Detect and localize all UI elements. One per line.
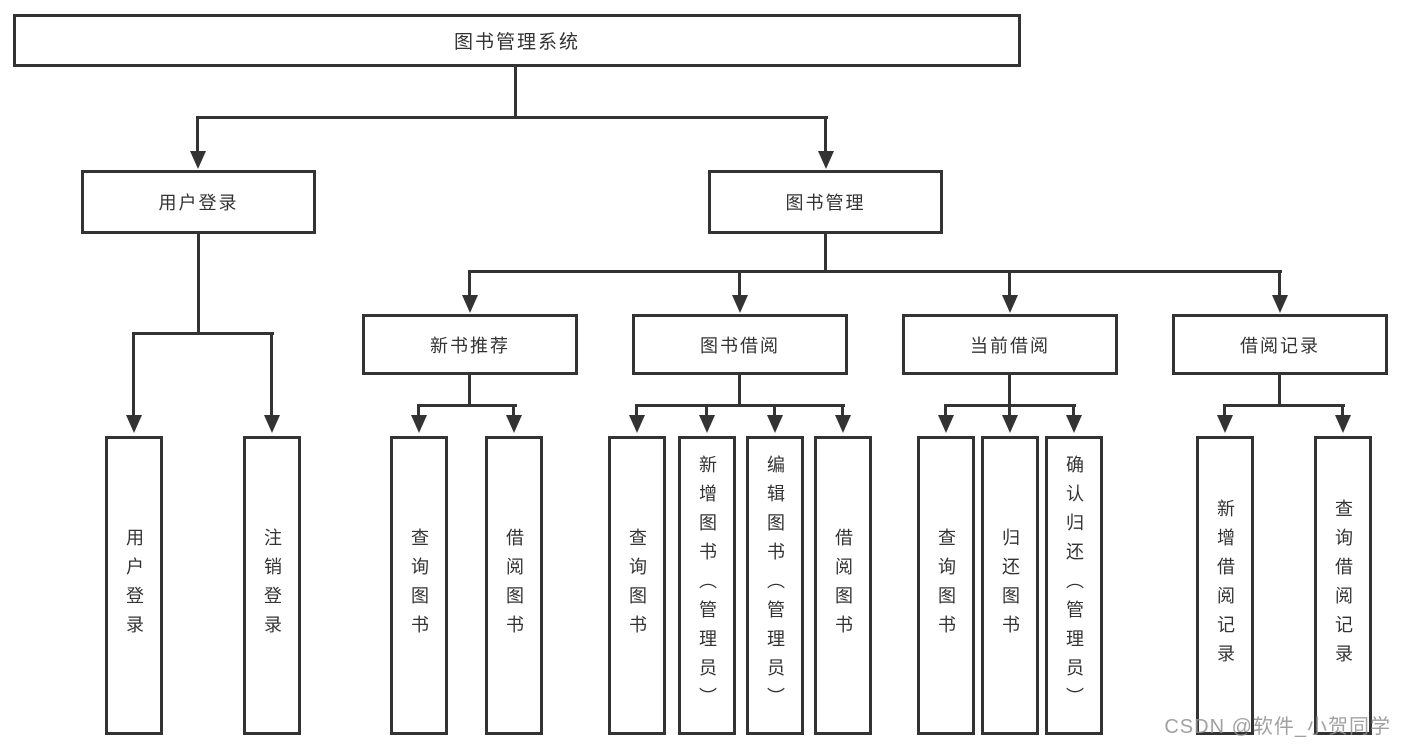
leaf-label: 查询借阅记录	[1333, 498, 1353, 673]
connector-leaf-drop	[1223, 404, 1226, 418]
leaf-add-borrow-record: 新增借阅记录	[1196, 436, 1254, 735]
arrow-down-icon	[699, 415, 715, 433]
arrow-down-icon	[190, 151, 206, 169]
arrow-down-icon	[1335, 415, 1351, 433]
leaf-label: 新增图书（管理员）	[697, 455, 717, 716]
node-label: 当前借阅	[970, 335, 1050, 356]
arrow-down-icon	[264, 415, 280, 433]
connector-book-management-drop	[824, 116, 827, 154]
connector-level3-rail	[468, 270, 1282, 273]
node-current-borrowing: 当前借阅	[902, 314, 1118, 375]
connector-level3-drop	[468, 270, 471, 298]
connector-leaf-drop	[944, 404, 947, 418]
connector-level2-rail	[196, 116, 828, 119]
connector-leaf-drop	[132, 332, 135, 418]
connector-user-login-drop	[196, 116, 199, 154]
arrow-down-icon	[1217, 415, 1233, 433]
leaf-query-books-borrow: 查询图书	[608, 436, 666, 735]
arrow-down-icon	[1066, 415, 1082, 433]
leaf-query-borrow-record: 查询借阅记录	[1314, 436, 1372, 735]
leaf-label: 归还图书	[1000, 527, 1020, 644]
connector-leaf-drop	[270, 332, 273, 418]
arrow-down-icon	[506, 415, 522, 433]
node-new-book-recommendation: 新书推荐	[362, 314, 578, 375]
node-borrowing-records: 借阅记录	[1172, 314, 1388, 375]
connector-records-rail	[1223, 404, 1345, 407]
connector-leaf-drop	[512, 404, 515, 418]
leaf-label: 查询图书	[936, 527, 956, 644]
connector-user-login-stem	[197, 234, 200, 335]
connector-leaf-drop	[635, 404, 638, 418]
arrow-down-icon	[411, 415, 427, 433]
arrow-down-icon	[1272, 295, 1288, 313]
leaf-label: 查询图书	[627, 527, 647, 644]
leaf-return-books: 归还图书	[981, 436, 1039, 735]
connector-leaf-drop	[1341, 404, 1344, 418]
connector-user-login-rail	[132, 332, 274, 335]
leaf-logout: 注销登录	[243, 436, 301, 735]
leaf-query-books-recommend: 查询图书	[390, 436, 448, 735]
csdn-watermark: CSDN @软件_小贺同学	[1164, 716, 1391, 738]
node-book-borrowing: 图书借阅	[632, 314, 848, 375]
arrow-down-icon	[767, 415, 783, 433]
node-label: 用户登录	[158, 193, 239, 213]
leaf-edit-books-admin: 编辑图书（管理员）	[746, 436, 804, 735]
connector-leaf-drop	[417, 404, 420, 418]
connector-leaf-drop	[1072, 404, 1075, 418]
leaf-confirm-return-admin: 确认归还（管理员）	[1045, 436, 1103, 735]
node-label: 图书管理系统	[453, 32, 580, 53]
connector-leaf-drop	[1008, 404, 1011, 418]
node-label: 新书推荐	[430, 335, 510, 356]
node-book-management: 图书管理	[708, 170, 943, 234]
arrow-down-icon	[1002, 415, 1018, 433]
connector-level3-drop	[1008, 270, 1011, 298]
connector-leaf-drop	[841, 404, 844, 418]
leaf-label: 注销登录	[262, 527, 282, 644]
leaf-label: 借阅图书	[504, 527, 524, 644]
arrow-down-icon	[126, 415, 142, 433]
connector-current-stem	[1008, 375, 1011, 407]
node-user-login: 用户登录	[81, 170, 316, 234]
connector-recommend-rail	[417, 404, 517, 407]
node-label: 图书管理	[785, 193, 866, 213]
connector-level3-drop	[1278, 270, 1281, 298]
node-label: 图书借阅	[700, 335, 780, 356]
arrow-down-icon	[835, 415, 851, 433]
connector-level3-drop	[738, 270, 741, 298]
connector-borrow-rail	[635, 404, 845, 407]
connector-recommend-stem	[468, 375, 471, 407]
leaf-add-books-admin: 新增图书（管理员）	[678, 436, 736, 735]
leaf-label: 用户登录	[124, 527, 144, 644]
connector-leaf-drop	[773, 404, 776, 418]
node-library-management-system: 图书管理系统	[13, 14, 1021, 67]
leaf-label: 确认归还（管理员）	[1064, 455, 1084, 716]
arrow-down-icon	[629, 415, 645, 433]
arrow-down-icon	[818, 151, 834, 169]
leaf-query-books-current: 查询图书	[917, 436, 975, 735]
connector-records-stem	[1278, 375, 1281, 407]
leaf-label: 查询图书	[409, 527, 429, 644]
node-label: 借阅记录	[1240, 335, 1320, 356]
connector-book-management-stem	[824, 234, 827, 273]
leaf-label: 编辑图书（管理员）	[765, 455, 785, 716]
connector-root-stem	[514, 67, 517, 118]
arrow-down-icon	[462, 295, 478, 313]
connector-leaf-drop	[705, 404, 708, 418]
arrow-down-icon	[938, 415, 954, 433]
leaf-label: 借阅图书	[833, 527, 853, 644]
leaf-borrow-books: 借阅图书	[814, 436, 872, 735]
arrow-down-icon	[1002, 295, 1018, 313]
connector-borrow-stem	[738, 375, 741, 407]
leaf-borrow-books-recommend: 借阅图书	[485, 436, 543, 735]
arrow-down-icon	[732, 295, 748, 313]
leaf-user-login: 用户登录	[105, 436, 163, 735]
leaf-label: 新增借阅记录	[1215, 498, 1235, 673]
